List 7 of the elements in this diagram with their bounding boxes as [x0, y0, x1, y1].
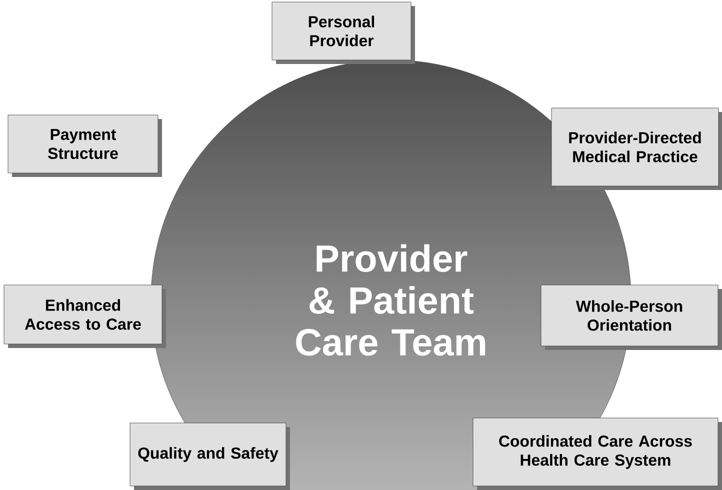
label-box: Provider-Directed Medical Practice — [551, 108, 722, 190]
label-box: Payment Structure — [8, 114, 162, 177]
label-box: Coordinated Care Across Health Care System — [472, 418, 722, 490]
label-box: Quality and Safety — [130, 422, 290, 490]
label-box: Personal Provider — [272, 2, 415, 64]
label-box: Whole-Person Orientation — [540, 284, 722, 350]
label-box: Enhanced Access to Care — [4, 284, 166, 348]
